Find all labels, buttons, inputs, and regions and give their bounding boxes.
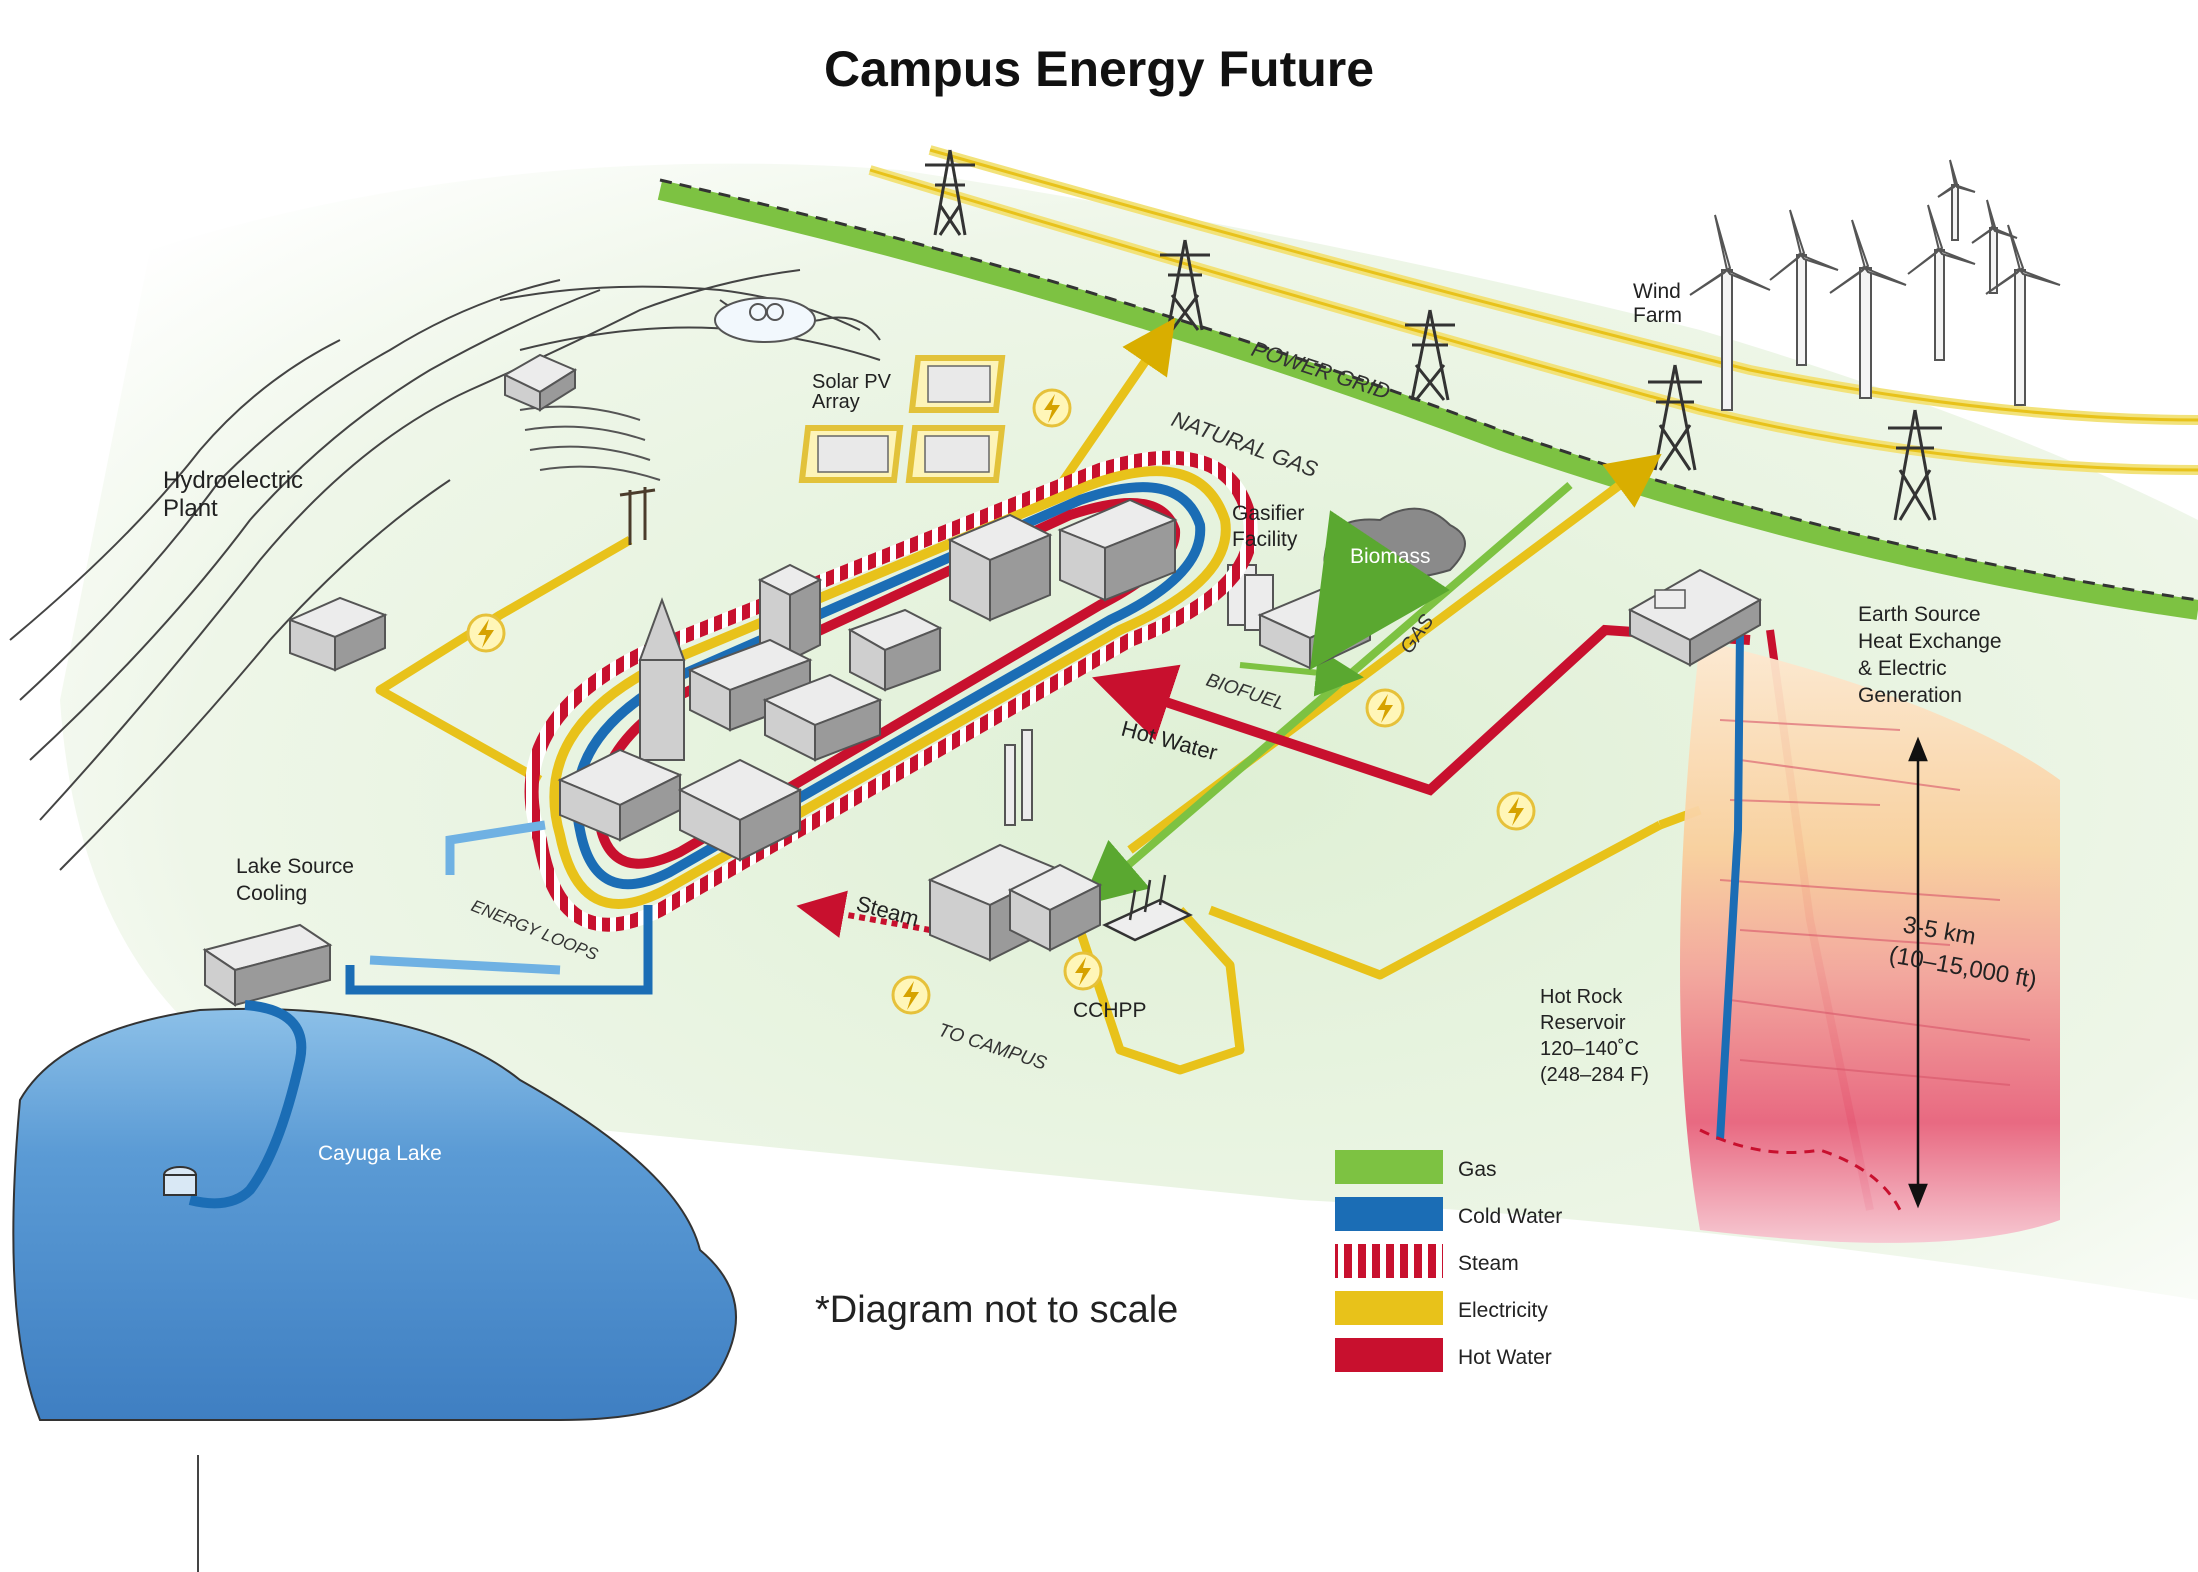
waterfall-pool xyxy=(714,297,816,343)
earth-label-line4: Generation xyxy=(1858,684,1962,707)
lightning-bolt-icon xyxy=(466,613,506,653)
hydro-label-line1: Hydroelectric xyxy=(163,467,303,494)
electricity-feeds xyxy=(375,317,1702,1075)
legend-label-steam: Steam xyxy=(1458,1252,1519,1275)
wind-turbine-icon xyxy=(1769,209,1839,366)
legend-item-hot-water: Hot Water xyxy=(1335,1338,1552,1372)
legend-item-cold-water: Cold Water xyxy=(1335,1197,1562,1231)
hydroelectric-plant xyxy=(287,596,388,672)
lightning-bolt-icon xyxy=(891,975,931,1015)
campus-buildings xyxy=(557,498,1178,862)
lake-intake-body xyxy=(163,1174,197,1196)
wind-turbine-icon xyxy=(1689,214,1771,411)
biomass-arrow xyxy=(1310,510,1450,670)
legend-swatch-electricity xyxy=(1335,1291,1443,1325)
transmission-tower-icon xyxy=(1888,409,1942,521)
cchpp-label: CCHPP xyxy=(1073,999,1147,1022)
wind-turbine-icon xyxy=(1907,204,1976,361)
earth-label-line2: Heat Exchange xyxy=(1858,630,2002,653)
solar-label-line2: Array xyxy=(812,391,860,413)
reservoir-flow xyxy=(1699,1128,1902,1211)
power-pole-icon xyxy=(1102,874,1193,942)
hillside xyxy=(9,269,881,871)
legend-swatch-hot-water xyxy=(1335,1338,1443,1372)
lightning-bolt-icon xyxy=(1032,388,1072,428)
hotrock-label-line1: Hot Rock xyxy=(1540,986,1623,1008)
earth-label-line1: Earth Source xyxy=(1858,603,1981,626)
page-title: Campus Energy Future xyxy=(824,41,1374,97)
cold-water-geo-down xyxy=(1716,629,1744,1141)
legend-label-cold-water: Cold Water xyxy=(1458,1205,1562,1228)
cayuga-lake-label: Cayuga Lake xyxy=(318,1142,442,1165)
legend-swatch-cold-water xyxy=(1335,1197,1443,1231)
legend-label-electricity: Electricity xyxy=(1458,1299,1548,1322)
cchpp-plant xyxy=(927,729,1103,962)
hotrock-label-line2: Reservoir xyxy=(1540,1012,1626,1034)
wind-turbine-icon xyxy=(1829,219,1907,399)
lake-cooling-label-line2: Cooling xyxy=(236,882,307,905)
cayuga-lake xyxy=(12,1007,737,1421)
transmission-tower-icon xyxy=(1405,309,1455,401)
solar-label-line1: Solar PV xyxy=(812,371,892,393)
power-grid-lines xyxy=(868,145,2198,475)
gasifier-label-line1: Gasifier xyxy=(1232,502,1304,525)
lightning-bolt-icon xyxy=(1496,791,1536,831)
legend-item-steam: Steam xyxy=(1335,1244,1519,1278)
transmission-tower-icon xyxy=(925,149,975,236)
wind-turbine-icon xyxy=(1971,199,2018,294)
lake-intake-pipe xyxy=(188,1000,307,1209)
scale-note: *Diagram not to scale xyxy=(815,1289,1178,1331)
earth-source-building xyxy=(1627,568,1763,667)
steam-arrow xyxy=(796,890,931,938)
wind-farm xyxy=(1689,159,2061,411)
legend: Gas Cold Water Steam Electricity Hot Wat… xyxy=(1335,1150,1562,1372)
transmission-tower-icon xyxy=(1648,364,1702,471)
hotrock-label-line4: (248–284 F) xyxy=(1540,1064,1649,1086)
solar-panel-icon xyxy=(798,425,904,483)
wind-turbine-icon xyxy=(1985,224,2061,406)
biomass-label: Biomass xyxy=(1350,545,1431,568)
legend-label-gas: Gas xyxy=(1458,1158,1497,1181)
legend-item-electricity: Electricity xyxy=(1335,1291,1548,1325)
wind-turbine-icon xyxy=(1937,159,1976,241)
power-pole-icon xyxy=(619,487,656,545)
natural-gas-main xyxy=(657,180,2198,620)
legend-item-gas: Gas xyxy=(1335,1150,1497,1184)
hotrock-label-line3: 120–140˚C xyxy=(1540,1038,1639,1060)
lightning-bolt-icon xyxy=(1063,951,1103,991)
lake-cooling-building xyxy=(202,923,333,1007)
legend-label-hot-water: Hot Water xyxy=(1458,1346,1552,1369)
earth-label-line3: & Electric xyxy=(1858,657,1947,680)
depth-arrow xyxy=(1908,736,1928,1209)
gasifier-label-line2: Facility xyxy=(1232,528,1298,551)
solar-pv-array xyxy=(798,355,1006,483)
natural-gas-dashes xyxy=(659,178,2198,602)
legend-swatch-gas xyxy=(1335,1150,1443,1184)
hill-building xyxy=(502,353,578,412)
lake-cooling-label-line1: Lake Source xyxy=(236,855,354,878)
biofuel-arrow xyxy=(1239,648,1364,697)
earth-section xyxy=(1680,640,2060,1243)
hydro-label-line2: Plant xyxy=(163,495,218,522)
wind-label-line2: Farm xyxy=(1633,304,1682,327)
rock-strata xyxy=(1719,719,2031,1086)
transmission-tower-icon xyxy=(1160,239,1210,331)
solar-panel-icon xyxy=(905,425,1006,483)
lightning-bolt-icon xyxy=(1365,688,1405,728)
wind-label-line1: Wind xyxy=(1633,280,1681,303)
legend-swatch-steam xyxy=(1335,1244,1443,1278)
solar-panel-icon xyxy=(908,355,1006,413)
